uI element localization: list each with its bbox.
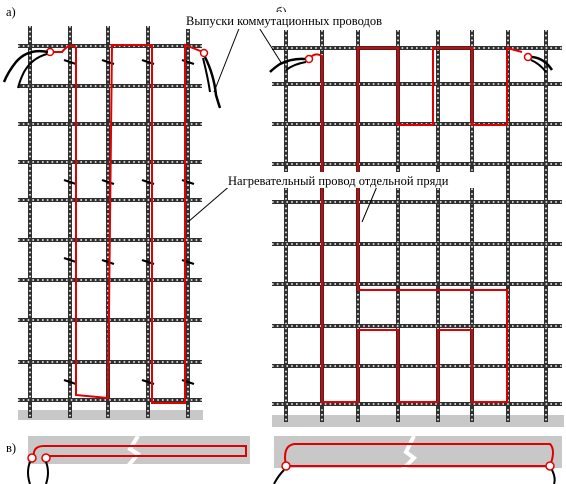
panel-a-lead-right-2 bbox=[202, 57, 211, 93]
panel-b-rebar-grid: б) bbox=[269, 5, 564, 427]
panel-a-tie-mark bbox=[63, 256, 77, 264]
leads-callout-leader-a bbox=[213, 25, 241, 93]
callouts: Выпуски коммутационных проводов Нагреват… bbox=[184, 12, 492, 223]
panel-a-tie-mark bbox=[63, 178, 77, 186]
panel-a-terminal-right bbox=[199, 48, 209, 58]
panel-v-plan-views: в) bbox=[6, 434, 562, 484]
panel-v-terminal-right-1 bbox=[281, 461, 291, 471]
panel-a-tie-mark bbox=[101, 258, 115, 266]
panel-v-strip-left bbox=[28, 436, 250, 464]
panel-a-lead-right bbox=[203, 56, 222, 109]
leads-callout-leader-b bbox=[257, 25, 283, 65]
heating-callout-leader-a bbox=[187, 183, 233, 223]
panel-a-tie-mark bbox=[63, 58, 77, 66]
panel-a-ground-strip bbox=[18, 410, 203, 420]
panel-b-terminal-left bbox=[304, 54, 314, 64]
panel-a-heating-wire bbox=[52, 43, 204, 404]
panel-v-terminal-left-1 bbox=[27, 453, 37, 463]
panel-v-wire-right bbox=[284, 443, 554, 467]
panel-v-strip-right bbox=[274, 436, 562, 468]
panel-a-lead-left bbox=[2, 49, 49, 83]
panel-a-tie-mark bbox=[101, 178, 115, 186]
panel-v-strip-left-gap bbox=[126, 434, 142, 468]
heating-callout-leader-b bbox=[361, 183, 379, 223]
panel-v-label: в) bbox=[6, 441, 16, 455]
panel-v-lead-left-2 bbox=[45, 461, 49, 484]
panel-a-lead-left-2 bbox=[17, 53, 48, 89]
panel-b-heating-wire bbox=[309, 46, 523, 403]
panel-b-ground-strip bbox=[272, 415, 564, 427]
panel-a-tie-mark bbox=[63, 378, 77, 386]
panel-v-lead-right-2 bbox=[551, 469, 556, 484]
leads-callout-text: Выпуски коммутационных проводов bbox=[186, 14, 382, 28]
heating-callout-text: Нагревательный провод отдельной пряди bbox=[228, 174, 449, 188]
panel-a-label: а) bbox=[6, 5, 16, 19]
panel-b-lead-left-2 bbox=[285, 61, 307, 71]
panel-v-terminal-right-2 bbox=[545, 461, 555, 471]
panel-b-lead-right bbox=[531, 55, 554, 71]
panel-v-lead-right-1 bbox=[273, 469, 285, 484]
panel-b-lead-left bbox=[269, 57, 306, 73]
panel-v-terminal-left-2 bbox=[41, 453, 51, 463]
panel-b-lead-right-2 bbox=[530, 59, 547, 73]
panel-v-lead-left-1 bbox=[27, 461, 31, 484]
panel-a-rebar-grid: а) bbox=[2, 5, 222, 420]
panel-b-terminal-right bbox=[523, 52, 533, 62]
